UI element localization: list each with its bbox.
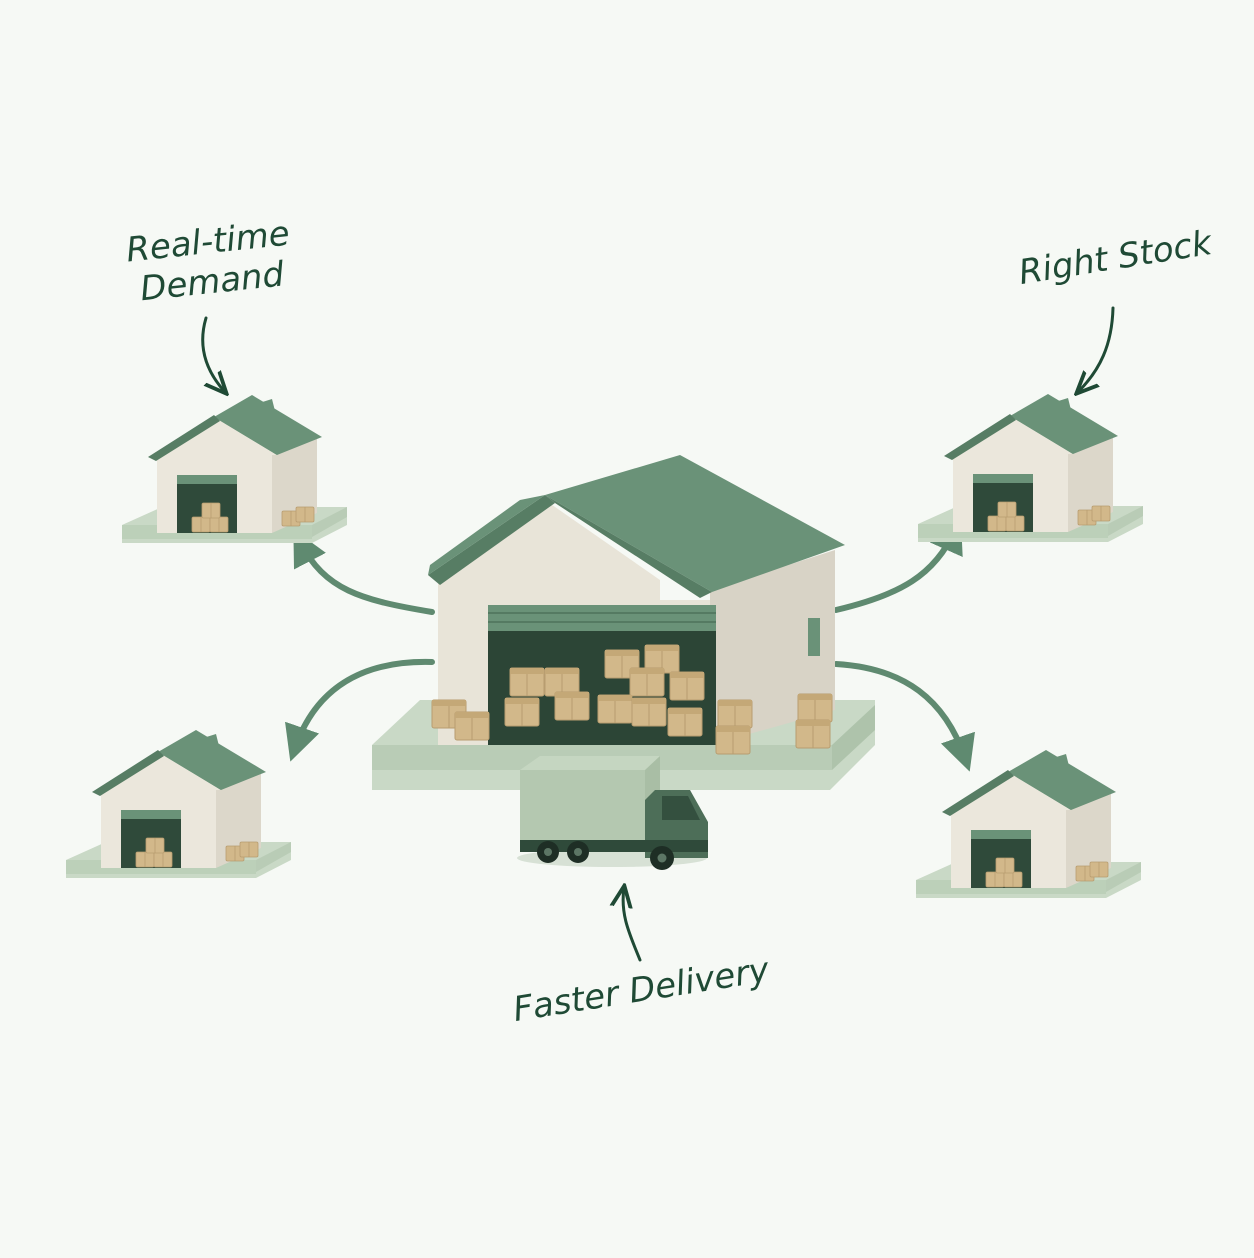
delivery-pointer-arrow: [623, 888, 642, 962]
demand-pointer-arrow: [201, 316, 225, 392]
arrow-to-top-right: [833, 516, 963, 613]
arrow-to-bottom-right: [833, 661, 975, 772]
arrow-to-bottom-left: [285, 658, 435, 762]
arrow-to-top-left: [293, 529, 435, 615]
warehouse-bottom-left-icon: [66, 730, 291, 878]
warehouse-top-right-icon: [918, 394, 1143, 542]
warehouse-top-left-icon: [122, 395, 347, 543]
stock-pointer-arrow: [1078, 306, 1115, 392]
delivery-truck-icon: [517, 756, 708, 870]
warehouse-bottom-right-icon: [916, 750, 1141, 898]
central-warehouse-icon: [372, 455, 875, 790]
